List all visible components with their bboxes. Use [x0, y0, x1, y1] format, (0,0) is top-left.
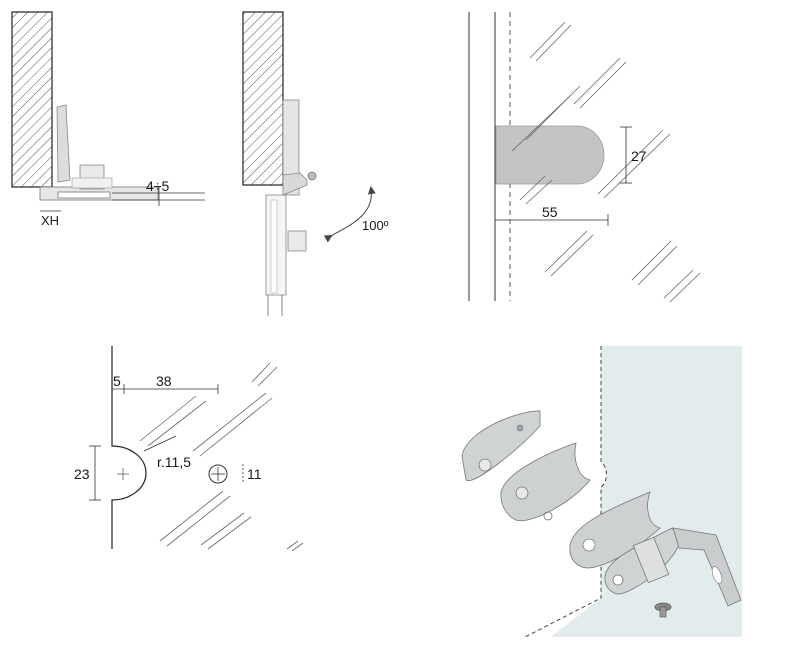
label-hole: 11	[247, 466, 262, 482]
hinge-body-b	[282, 172, 308, 196]
hinge-block-e	[632, 536, 670, 584]
glass-edge-a	[57, 191, 111, 199]
glass-panel-e	[551, 346, 742, 637]
glass-reflection-lines-c	[511, 21, 701, 303]
screw-middle	[515, 486, 529, 500]
label-height-c: 27	[631, 148, 647, 164]
label-width: 38	[156, 373, 172, 389]
label-radius: r.11,5	[157, 454, 191, 470]
label-angle: 100º	[362, 218, 389, 233]
mount-plate-b	[282, 99, 300, 196]
hinge-arm-a	[56, 104, 71, 183]
screw-rear	[478, 458, 492, 472]
label-gap: 4÷5	[146, 178, 169, 194]
washer-small	[543, 511, 553, 521]
hinge-arm-small-a	[71, 177, 113, 189]
panel-d-cutout-detail: 11 5 38 23 r.11,5	[74, 346, 304, 552]
screw-icon	[654, 602, 672, 618]
rotation-arrow-b	[323, 186, 376, 243]
panel-e-exploded-view	[461, 346, 742, 638]
hinge-block-b	[287, 230, 307, 252]
hinge-plate-c	[495, 125, 605, 185]
panel-a-side-view: 4÷5 XH	[11, 11, 205, 228]
wall-section-a	[11, 11, 53, 188]
wall-section-b	[242, 11, 284, 186]
glass-edge-d	[111, 346, 147, 549]
bracket-arm-e	[672, 527, 742, 607]
label-edge: 5	[113, 373, 121, 389]
hinge-part-body	[604, 527, 742, 607]
label-height-d: 23	[74, 466, 90, 482]
hinge-pin-b	[307, 171, 317, 181]
panel-b-open-view: 100º	[242, 11, 389, 316]
label-xh: XH	[41, 213, 59, 228]
label-length-c: 55	[542, 204, 558, 220]
radius-leader	[143, 435, 177, 452]
glass-reflection-lines-d	[139, 362, 304, 552]
door-inner-b	[270, 199, 278, 294]
hinge-part-rear-plate	[461, 410, 541, 481]
panel-c-front-view: 27 55	[468, 12, 701, 303]
hole-circle-d	[208, 464, 228, 484]
hinge-part-cutout-plate	[500, 442, 591, 522]
hinge-part-inner-plate	[569, 491, 661, 569]
